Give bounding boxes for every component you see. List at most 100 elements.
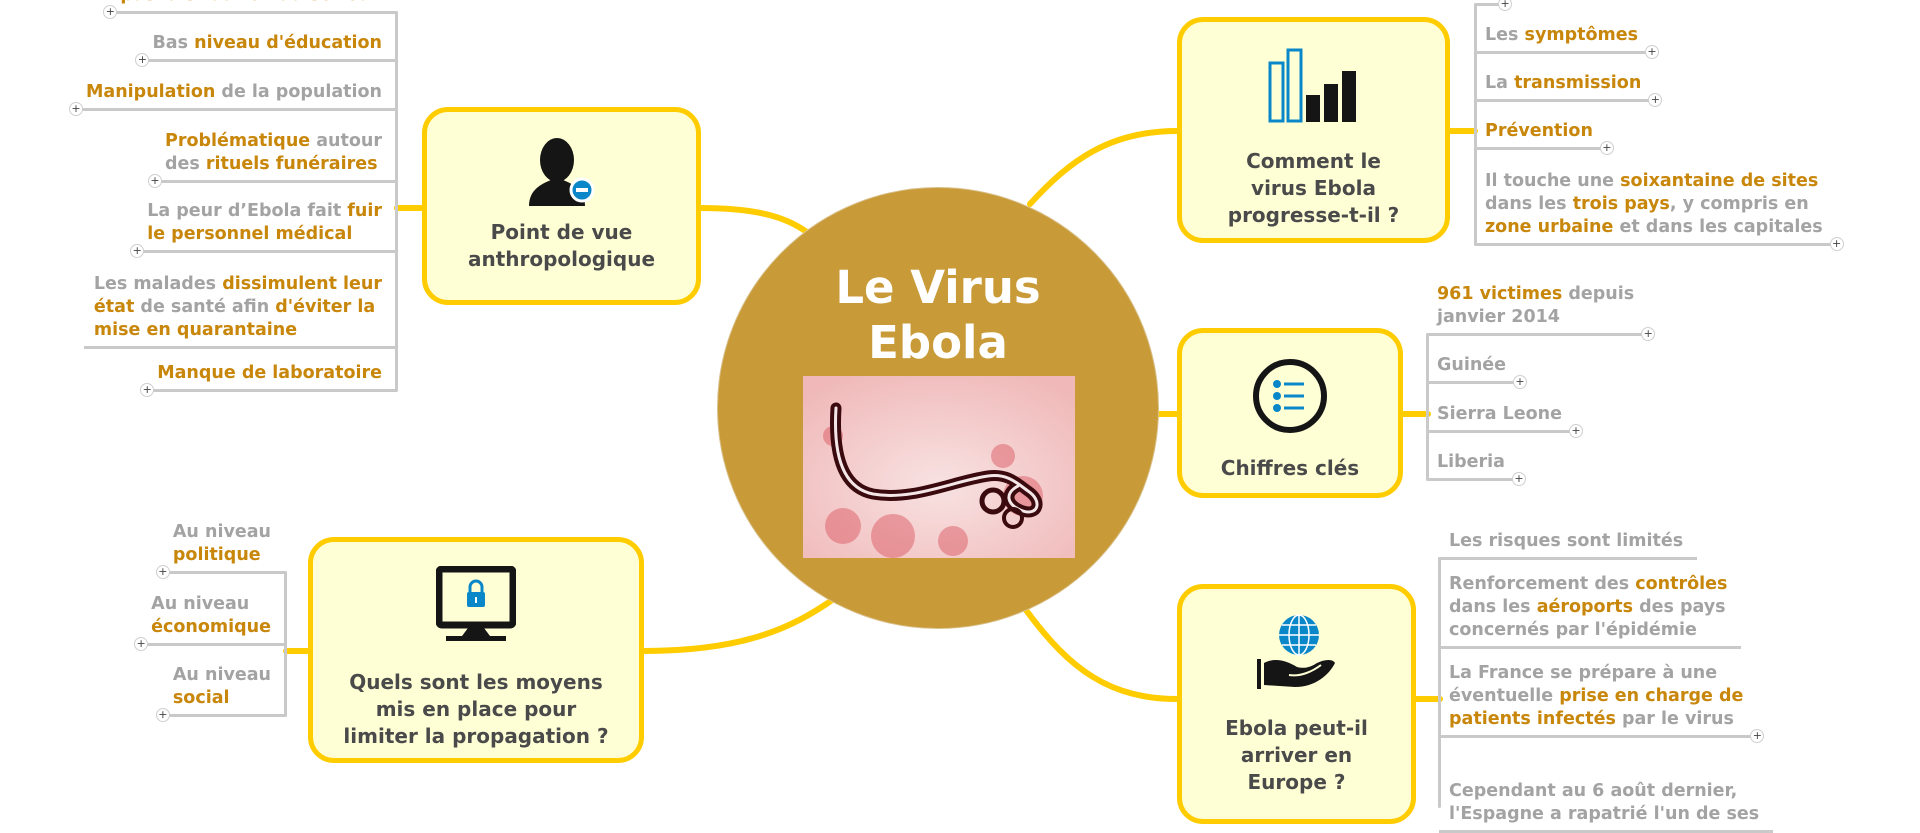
subtopic-line: zone urbaine et dans les capitales bbox=[1485, 216, 1823, 239]
globe-hand-icon bbox=[1255, 613, 1339, 697]
subtopic-line: Au niveau bbox=[151, 593, 271, 616]
plain-text: éventuelle bbox=[1449, 686, 1560, 706]
subtopic-europe[interactable]: Les risques sont limités bbox=[1439, 530, 1698, 560]
plain-text: La France se prépare à une bbox=[1449, 663, 1718, 683]
plain-text: des pays bbox=[1632, 597, 1726, 617]
expand-plus-icon[interactable]: + bbox=[1569, 424, 1584, 438]
topic-title-line: limiter la propagation ? bbox=[343, 724, 609, 748]
central-title-line1: Le Virus bbox=[835, 261, 1041, 314]
branch-bracket-chiffres bbox=[1425, 333, 1429, 481]
subtopic-chiffres[interactable]: Sierra Leone + bbox=[1427, 403, 1584, 438]
expand-plus-icon[interactable]: + bbox=[1829, 237, 1844, 251]
topic-anthropologique[interactable]: Point de vue anthropologique bbox=[422, 107, 701, 305]
highlight-text: politique bbox=[172, 545, 261, 565]
highlight-text: contrôles bbox=[1635, 574, 1728, 594]
subtopic-chiffres[interactable]: Liberia+ bbox=[1427, 451, 1526, 486]
subtopic-anthropo[interactable]: Manque de laboratoire+ bbox=[140, 362, 396, 397]
subtopic-line: Manque de laboratoire bbox=[157, 362, 382, 385]
topic-europe[interactable]: Ebola peut-il arriver en Europe ? bbox=[1177, 584, 1416, 824]
expand-plus-icon[interactable]: + bbox=[140, 383, 155, 397]
expand-plus-icon[interactable]: + bbox=[155, 565, 170, 579]
expand-plus-icon[interactable]: + bbox=[1513, 375, 1528, 389]
topic-moyens[interactable]: Quels sont les moyens mis en place pour … bbox=[308, 537, 644, 763]
subtopic-line: économique bbox=[151, 616, 271, 639]
plain-text: Au niveau bbox=[172, 665, 271, 685]
user-minus-icon bbox=[527, 134, 597, 216]
subtopic-europe[interactable]: La France se prépare à une éventuelle pri… bbox=[1439, 662, 1765, 743]
plain-text: Au niveau bbox=[172, 522, 271, 542]
highlight-text: social bbox=[172, 688, 230, 708]
subtopic-progresse[interactable]: Les symptômes + bbox=[1475, 24, 1660, 59]
subtopic-anthropo[interactable]: Manipulation de la population+ bbox=[69, 81, 396, 116]
plain-text: Sierra Leone bbox=[1437, 404, 1563, 424]
plain-text: des bbox=[165, 154, 206, 174]
topic-title-line: Quels sont les moyens bbox=[349, 670, 603, 694]
highlight-text: patients infectés bbox=[1449, 709, 1616, 729]
highlight-text: 961 victimes bbox=[1437, 284, 1563, 304]
subtopic-progresse[interactable]: La transmission+ bbox=[1475, 72, 1663, 107]
expand-plus-icon[interactable]: + bbox=[130, 244, 145, 258]
topic-title-line: Ebola peut-il bbox=[1225, 716, 1368, 740]
subtopic-moyens[interactable]: Au niveau politique+ bbox=[155, 521, 285, 579]
highlight-text: mise en quarantaine bbox=[93, 320, 298, 340]
subtopic-anthropo[interactable]: Bas niveau d'éducation+ bbox=[135, 32, 396, 67]
expand-plus-icon[interactable]: + bbox=[1498, 0, 1513, 11]
plain-text: concernés par l'épidémie bbox=[1449, 620, 1697, 640]
expand-plus-icon[interactable]: + bbox=[1599, 141, 1614, 155]
subtopic-line: des rituels funéraires bbox=[165, 153, 382, 176]
expand-plus-icon[interactable]: + bbox=[135, 53, 150, 67]
subtopic-europe[interactable]: Cependant au 6 août dernier,l'Espagne a … bbox=[1439, 780, 1774, 833]
plain-text: dans les bbox=[1449, 597, 1537, 617]
expand-plus-icon[interactable]: + bbox=[103, 5, 118, 19]
expand-plus-icon[interactable]: + bbox=[1750, 729, 1765, 743]
expand-plus-icon[interactable]: + bbox=[1511, 472, 1526, 486]
expand-plus-icon[interactable]: + bbox=[69, 102, 83, 116]
subtopic-line: patients infectés par le virus bbox=[1449, 708, 1743, 731]
subtopic-line: Au niveau bbox=[173, 664, 271, 687]
subtopic-moyens[interactable]: Au niveau social+ bbox=[155, 664, 285, 722]
topic-chiffres-cles[interactable]: Chiffres clés bbox=[1177, 328, 1403, 498]
branch-bracket-europe bbox=[1437, 557, 1441, 808]
ebola-virus-image bbox=[803, 376, 1075, 558]
plain-text: depuis bbox=[1562, 284, 1635, 304]
topic-title-line: virus Ebola bbox=[1251, 176, 1376, 200]
expand-plus-icon[interactable]: + bbox=[1641, 327, 1656, 341]
expand-plus-icon[interactable]: + bbox=[1648, 93, 1663, 107]
bar-chart-icon bbox=[1268, 47, 1360, 129]
subtopic-line: concernés par l'épidémie bbox=[1449, 619, 1727, 642]
expand-plus-icon[interactable]: + bbox=[1645, 45, 1660, 59]
plain-text: Renforcement des bbox=[1449, 574, 1636, 594]
highlight-text: symptômes bbox=[1524, 25, 1639, 45]
subtopic-progresse[interactable]: Prévention+ bbox=[1475, 120, 1614, 155]
subtopic-line: Guinée bbox=[1437, 354, 1506, 377]
subtopic-anthropo[interactable]: pas la situation au sérieux+ bbox=[103, 0, 396, 19]
subtopic-line: état de santé afin d'éviter la bbox=[94, 296, 382, 319]
expand-plus-icon[interactable]: + bbox=[148, 174, 163, 188]
plain-text: par le virus bbox=[1615, 709, 1734, 729]
topic-title-line: arriver en bbox=[1240, 743, 1353, 767]
link-center-progresse bbox=[1027, 128, 1180, 207]
subtopic-progresse[interactable]: + bbox=[1475, 0, 1513, 11]
plain-text: et dans les capitales bbox=[1613, 217, 1823, 237]
central-title-line2: Ebola bbox=[868, 316, 1008, 369]
highlight-text: transmission bbox=[1514, 73, 1642, 93]
list-circle-icon bbox=[1251, 357, 1329, 439]
highlight-text: prise en charge de bbox=[1559, 686, 1744, 706]
expand-plus-icon[interactable]: + bbox=[134, 637, 149, 651]
subtopic-line: Au niveau bbox=[173, 521, 271, 544]
central-topic[interactable]: Le Virus Ebola bbox=[717, 187, 1159, 629]
subtopic-line: janvier 2014 bbox=[1437, 306, 1634, 329]
expand-plus-icon[interactable]: + bbox=[155, 708, 170, 722]
subtopic-chiffres[interactable]: Guinée + bbox=[1427, 354, 1528, 389]
subtopic-line: Les symptômes bbox=[1485, 24, 1638, 47]
plain-text: janvier 2014 bbox=[1437, 307, 1560, 327]
topic-progression[interactable]: Comment le virus Ebola progresse-t-il ? bbox=[1177, 17, 1450, 243]
plain-text: Les bbox=[1485, 25, 1525, 45]
